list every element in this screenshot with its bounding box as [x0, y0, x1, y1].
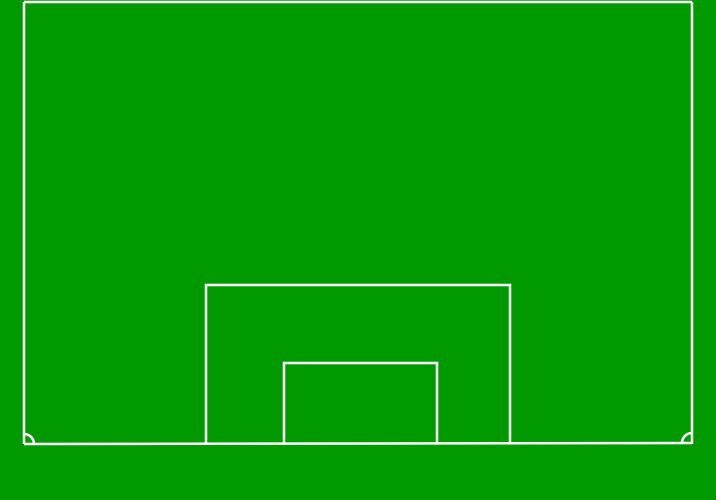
pitch-markings [22, 0, 694, 446]
corner-arc-right [680, 431, 693, 444]
corner-arc-left [23, 432, 36, 445]
goal-area [282, 361, 439, 443]
goal-line [23, 441, 693, 446]
penalty-area [204, 283, 512, 443]
